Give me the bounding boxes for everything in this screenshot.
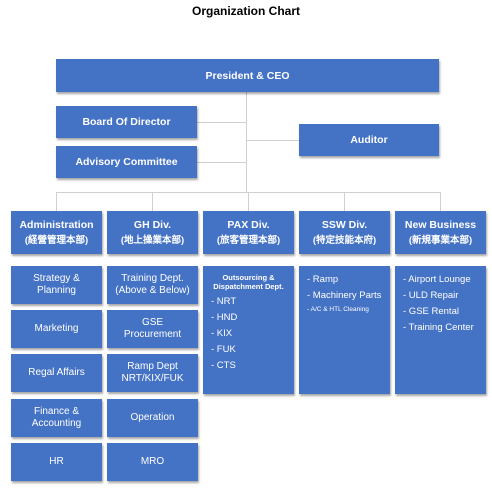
connector-div-1 bbox=[56, 192, 57, 211]
board-of-director-box: Board Of Director bbox=[56, 106, 197, 138]
unit-hr: HR bbox=[11, 443, 102, 481]
division-gh: GH Div. (地上操業本部) bbox=[107, 211, 198, 254]
unit-label: GSE bbox=[141, 317, 164, 328]
unit-label: MRO bbox=[140, 456, 165, 467]
unit-label: NRT/KIX/FUK bbox=[121, 373, 184, 384]
advisory-committee-box: Advisory Committee bbox=[56, 146, 197, 178]
new-business-list-box: - Airport Lounge - ULD Repair - GSE Rent… bbox=[395, 266, 486, 394]
connector-div-3 bbox=[248, 192, 249, 211]
division-jp-name: (地上操業本部) bbox=[120, 234, 185, 246]
division-name: New Business bbox=[404, 218, 477, 231]
list-item: - CTS bbox=[211, 360, 236, 371]
auditor-box: Auditor bbox=[299, 124, 439, 156]
division-name: GH Div. bbox=[133, 218, 172, 231]
list-item: - GSE Rental bbox=[403, 306, 459, 317]
list-item-note: - A/C & HTL Cleaning bbox=[307, 306, 369, 313]
unit-label: Procurement bbox=[123, 329, 182, 340]
unit-label: Strategy & bbox=[33, 273, 80, 284]
division-new-business: New Business (新規事業本部) bbox=[395, 211, 486, 254]
unit-training-dept: Training Dept. (Above & Below) bbox=[107, 266, 198, 304]
unit-label: (Above & Below) bbox=[115, 285, 190, 296]
list-item: - Training Center bbox=[403, 322, 474, 333]
division-ssw: SSW Div. (特定技能本府) bbox=[299, 211, 390, 254]
division-jp-name: (新規事業本部) bbox=[408, 234, 473, 246]
pax-items: - NRT - HND - KIX - FUK - CTS bbox=[211, 294, 237, 374]
pax-head: Outsourcing & bbox=[222, 273, 275, 282]
unit-label: Accounting bbox=[31, 418, 82, 429]
division-jp-name: (特定技能本府) bbox=[312, 234, 377, 246]
unit-label: HR bbox=[49, 456, 64, 467]
connector-auditor bbox=[246, 140, 299, 141]
division-jp-name: (経營管理本部) bbox=[24, 234, 89, 246]
unit-label: Operation bbox=[130, 412, 175, 423]
list-item: - FUK bbox=[211, 344, 236, 355]
unit-mro: MRO bbox=[107, 443, 198, 481]
pax-list-box: Outsourcing & Dispatchment Dept. - NRT -… bbox=[203, 266, 294, 394]
chart-title: Organization Chart bbox=[191, 4, 300, 18]
division-name: Administration bbox=[19, 218, 94, 231]
unit-ramp-dept: Ramp Dept NRT/KIX/FUK bbox=[107, 354, 198, 392]
unit-marketing: Marketing bbox=[11, 310, 102, 348]
unit-label: Planning bbox=[37, 285, 76, 296]
pax-head: Dispatchment Dept. bbox=[213, 282, 284, 291]
unit-label: Ramp Dept bbox=[127, 361, 178, 372]
division-name: SSW Div. bbox=[321, 218, 368, 231]
list-item: - NRT bbox=[211, 296, 237, 307]
division-pax: PAX Div. (旅客管理本部) bbox=[203, 211, 294, 254]
unit-label: Training Dept. bbox=[121, 273, 184, 284]
unit-finance-accounting: Finance & Accounting bbox=[11, 399, 102, 437]
connector-div-2 bbox=[152, 192, 153, 211]
unit-gse-procurement: GSE Procurement bbox=[107, 310, 198, 348]
connector-board bbox=[197, 122, 246, 123]
unit-label: Finance & bbox=[33, 406, 80, 417]
unit-strategy-planning: Strategy & Planning bbox=[11, 266, 102, 304]
president-ceo-box: President & CEO bbox=[56, 59, 439, 92]
unit-operation: Operation bbox=[107, 399, 198, 437]
list-item: - HND bbox=[211, 312, 238, 323]
list-item: - KIX bbox=[211, 328, 233, 339]
unit-label: Marketing bbox=[34, 323, 79, 334]
division-administration: Administration (経營管理本部) bbox=[11, 211, 102, 254]
division-jp-name: (旅客管理本部) bbox=[216, 234, 281, 246]
ssw-list-box: - Ramp - Machinery Parts - A/C & HTL Cle… bbox=[299, 266, 390, 394]
unit-regal-affairs: Regal Affairs bbox=[11, 354, 102, 392]
list-item: - Ramp bbox=[307, 274, 339, 285]
list-item: - ULD Repair bbox=[403, 290, 459, 301]
connector-div-5 bbox=[440, 192, 441, 211]
connector-div-4 bbox=[344, 192, 345, 211]
division-name: PAX Div. bbox=[227, 218, 270, 231]
list-item: - Machinery Parts bbox=[307, 290, 382, 301]
connector-advisory bbox=[197, 162, 246, 163]
list-item: - Airport Lounge bbox=[403, 274, 471, 285]
connector-trunk bbox=[246, 92, 247, 192]
unit-label: Regal Affairs bbox=[28, 367, 85, 378]
